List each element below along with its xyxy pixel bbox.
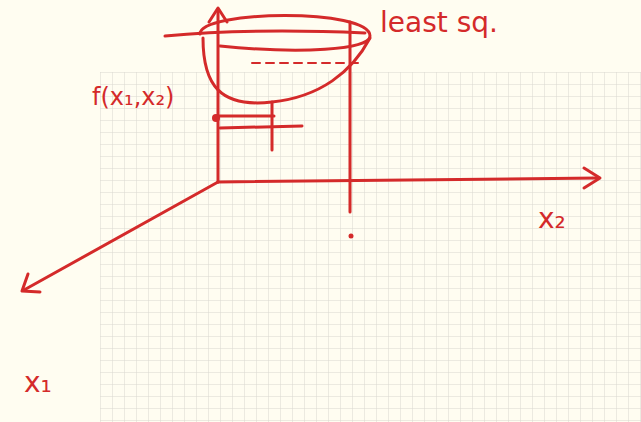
- arrowhead: [22, 274, 40, 292]
- axis-label: f(x₁,x₂): [92, 84, 174, 110]
- x2-axis: [218, 178, 598, 182]
- bowl-surface: [203, 38, 370, 103]
- arrowhead: [584, 168, 600, 188]
- grid-paper: [100, 72, 641, 422]
- axis-label: x₂: [538, 204, 566, 235]
- bowl-rim: [200, 16, 370, 51]
- projection-line: [220, 126, 302, 128]
- bowl-rim: [165, 31, 365, 36]
- projection-line: [349, 22, 352, 212]
- axis-label: x₁: [24, 368, 52, 399]
- x1-axis: [24, 182, 218, 290]
- dot: [212, 114, 220, 122]
- annotation: least sq.: [380, 8, 498, 39]
- dot: [349, 234, 354, 239]
- level-set: [252, 62, 362, 64]
- projection-line: [218, 115, 274, 118]
- f-axis: [217, 10, 220, 182]
